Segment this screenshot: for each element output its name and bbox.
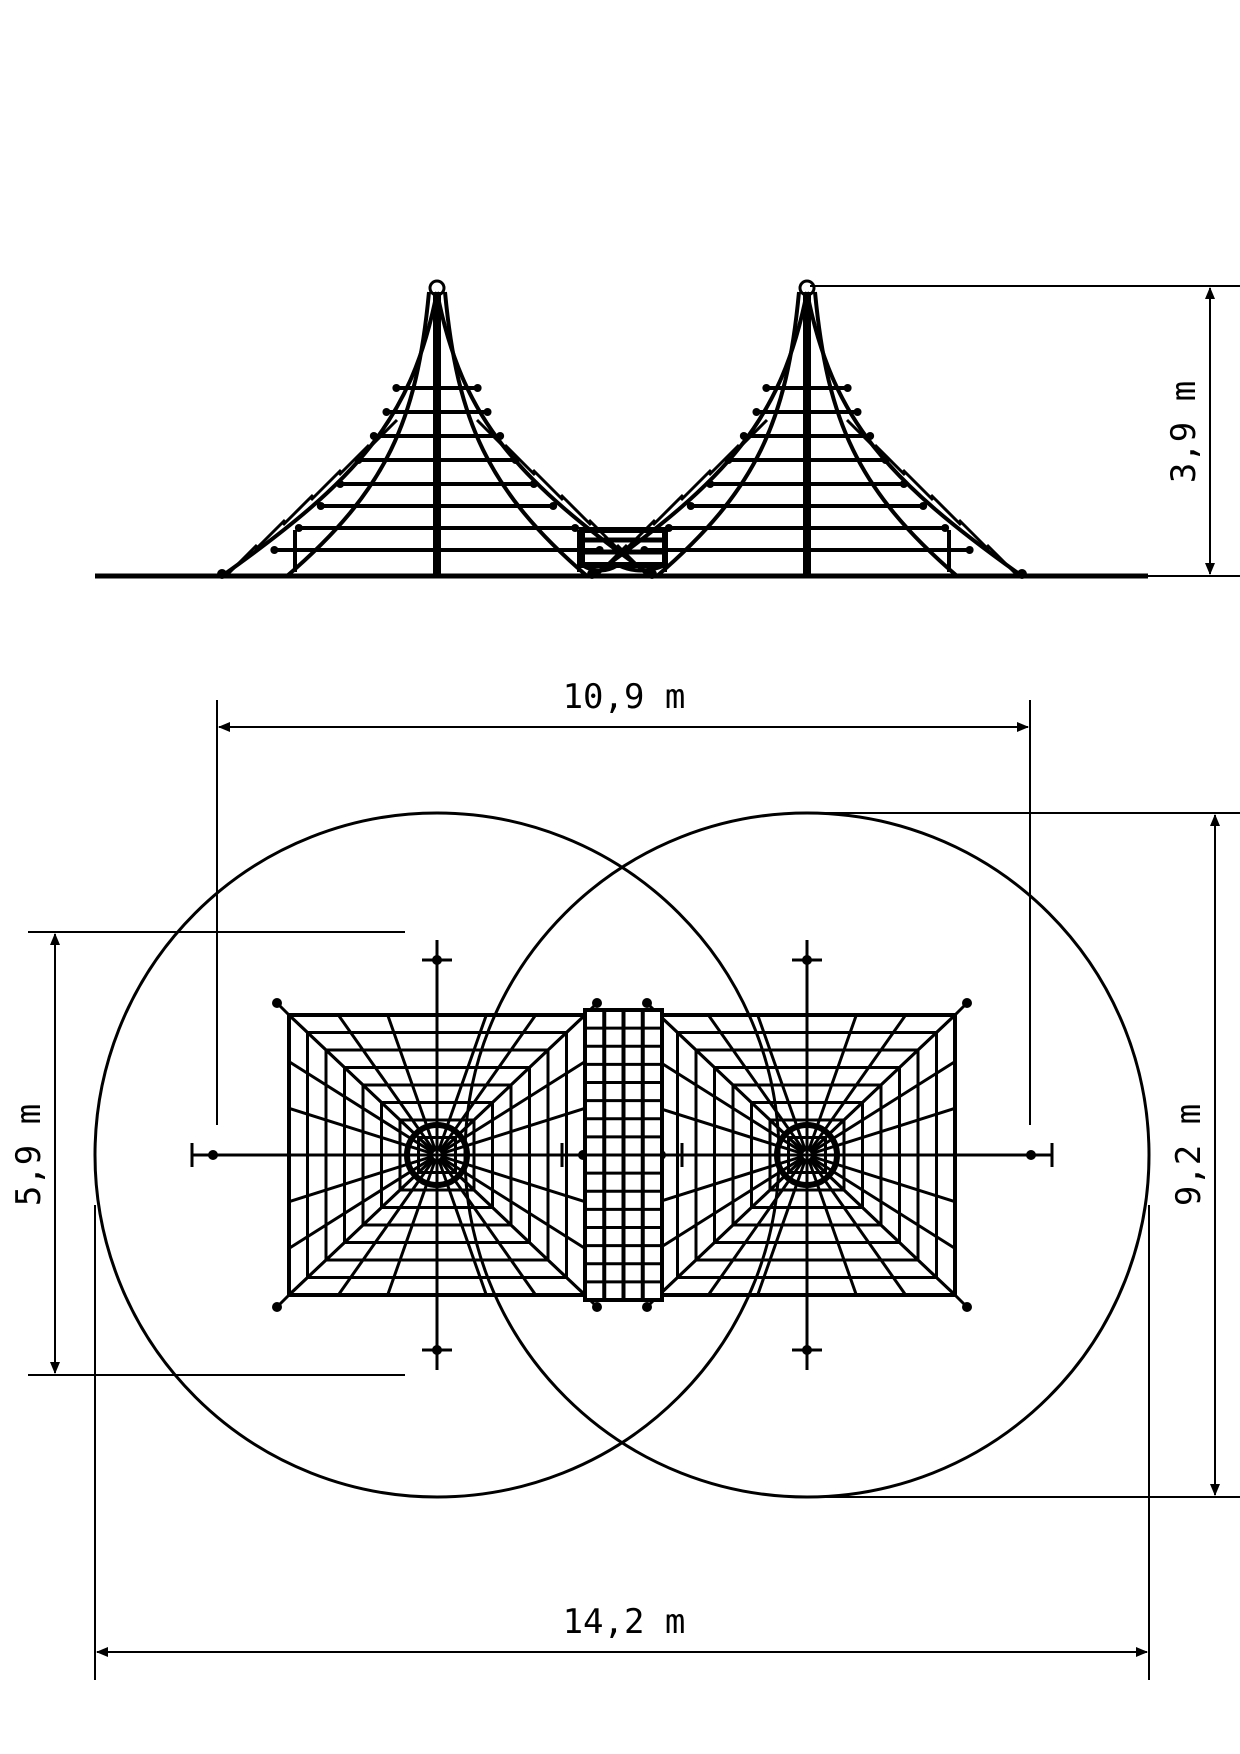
right-pyramid-side (587, 279, 1027, 579)
frame-width-dimension: 10,9 m (216, 677, 1031, 1125)
overall-width-label: 14,2 m (563, 1602, 686, 1642)
side-view: 3,9 m (95, 279, 1240, 579)
left-pyramid-side (217, 279, 657, 579)
plan-view: 10,9 m 14,2 m 5,9 m 9,2 m (9, 677, 1240, 1680)
overall-depth-label: 9,2 m (1169, 1104, 1209, 1206)
right-net-plan (560, 940, 1054, 1370)
bridge-side (579, 527, 668, 573)
bridge-net-plan (583, 1008, 664, 1302)
height-dimension: 3,9 m (810, 285, 1240, 577)
frame-width-label: 10,9 m (563, 677, 686, 717)
overall-width-dimension: 14,2 m (94, 1205, 1150, 1680)
left-net-plan (190, 940, 684, 1370)
height-label: 3,9 m (1164, 381, 1204, 483)
frame-depth-label: 5,9 m (9, 1104, 49, 1206)
overall-depth-dimension: 9,2 m (810, 812, 1240, 1498)
frame-depth-dimension: 5,9 m (9, 931, 405, 1376)
